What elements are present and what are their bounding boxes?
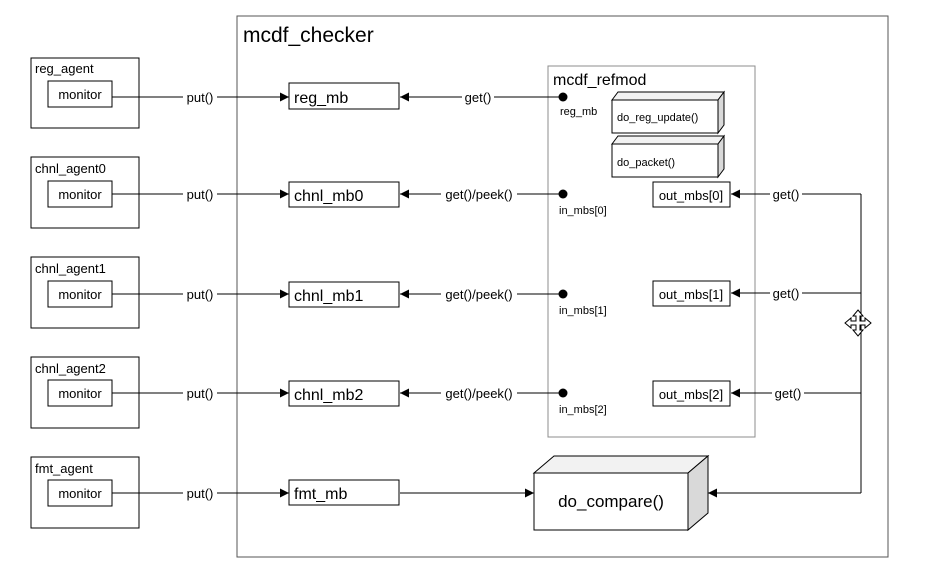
refmod-title: mcdf_refmod [553,72,646,89]
agent-name: reg_agent [35,61,94,76]
port-label: in_mbs[0] [559,205,607,217]
agent-name: chnl_agent0 [35,161,106,176]
monitor-box [47,379,113,407]
mailbox-label: fmt_mb [294,486,347,503]
out-get-label: get() [773,187,800,202]
monitor-label: monitor [58,187,102,202]
mailbox-label: reg_mb [294,90,348,107]
port-label: reg_mb [560,106,597,118]
checker-title: mcdf_checker [243,24,374,47]
get-label: get()/peek() [445,287,512,302]
put-labels: put() put() put() put() put() [183,89,217,501]
port-dot [558,92,568,102]
mailbox-chnl0 [288,181,400,208]
do-compare-cube: do_compare() [532,454,710,532]
put-label: put() [187,187,214,202]
put-label: put() [187,486,214,501]
get-label: get() [465,90,492,105]
out-mbs-label: out_mbs[2] [659,387,723,402]
monitor-label: monitor [58,386,102,401]
do-compare-label: do_compare() [558,492,664,511]
get-label: get()/peek() [445,386,512,401]
monitor-label: monitor [58,486,102,501]
port-dot [558,289,568,299]
out-mbs-0 [652,181,731,208]
out-mbs-1 [652,280,731,307]
mailbox-chnl1 [288,281,400,308]
monitor-box [47,180,113,208]
out-mbs-label: out_mbs[1] [659,287,723,302]
do-reg-update-cube: do_reg_update() [611,90,725,135]
mailbox-label: chnl_mb1 [294,288,363,305]
out-mailboxes: out_mbs[0] out_mbs[1] out_mbs[2] [652,181,731,407]
agent-chnl1: chnl_agent1 monitor [30,256,140,329]
agent-name: fmt_agent [35,461,93,476]
mailboxes: reg_mb chnl_mb0 chnl_mb1 chnl_mb2 fmt_mb [288,82,400,506]
mailbox-label: chnl_mb2 [294,387,363,404]
out-get-label: get() [775,386,802,401]
mailbox-fmt [288,479,400,506]
monitor-box [47,80,113,108]
refmod-ports: reg_mb in_mbs[0] in_mbs[1] in_mbs[2] [558,92,607,416]
agent-name: chnl_agent2 [35,361,106,376]
move-cursor-icon [844,309,872,337]
monitor-label: monitor [58,87,102,102]
port-label: in_mbs[2] [559,404,607,416]
mailbox-chnl2 [288,380,400,407]
monitor-box [47,479,113,507]
mailbox-label: chnl_mb0 [294,188,363,205]
out-get-label: get() [773,286,800,301]
monitor-box [47,280,113,308]
put-label: put() [187,287,214,302]
out-get-bus: get() get() get() [708,186,862,498]
do-packet-label: do_packet() [617,157,675,169]
mailbox-reg [288,82,400,110]
monitor-label: monitor [58,287,102,302]
port-dot [558,388,568,398]
get-label: get()/peek() [445,187,512,202]
agent-reg: reg_agent monitor [30,57,140,129]
out-mbs-2 [652,380,731,407]
port-dot [558,189,568,199]
do-reg-update-label: do_reg_update() [617,112,698,124]
out-mbs-label: out_mbs[0] [659,188,723,203]
port-label: in_mbs[1] [559,305,607,317]
put-label: put() [187,90,214,105]
agent-name: chnl_agent1 [35,261,106,276]
do-packet-cube: do_packet() [611,134,725,179]
agent-chnl0: chnl_agent0 monitor [30,156,140,229]
get-labels: get() get()/peek() get()/peek() get()/pe… [441,89,517,401]
put-label: put() [187,386,214,401]
